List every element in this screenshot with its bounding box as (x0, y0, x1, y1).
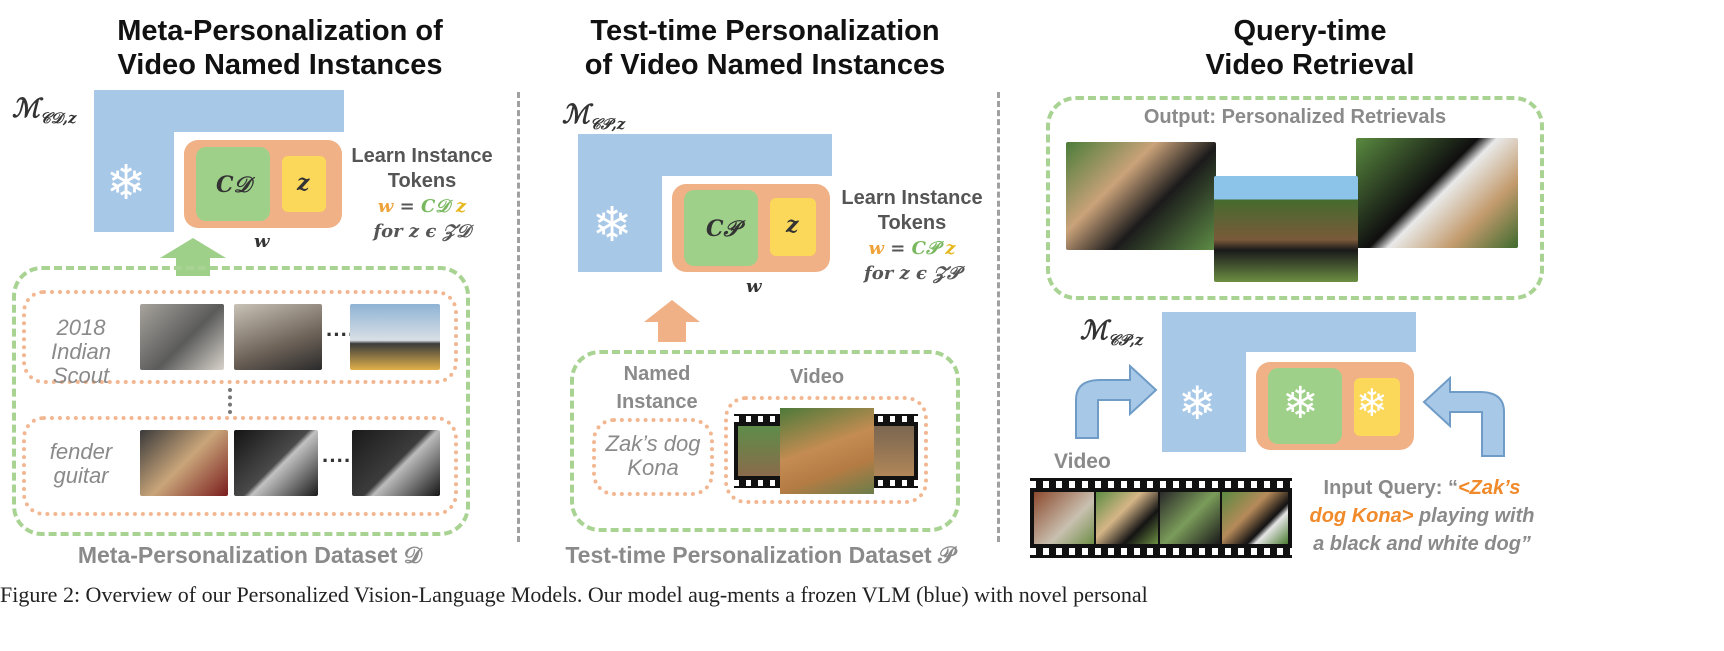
token-w-label: w (254, 231, 270, 252)
vertical-ellipsis-icon (228, 388, 236, 414)
token-w-label: w (746, 276, 762, 297)
guitar-image-3 (352, 430, 440, 496)
figure-caption: Figure 2: Overview of our Personalized V… (0, 582, 1148, 607)
frozen-model-label: ℳ𝒞𝒫,z (1080, 316, 1144, 350)
learn-tokens-text: Learn Instance Tokens w = C𝒟 z for z ϵ 𝒵… (351, 145, 493, 242)
snowflake-icon: ❄ (592, 199, 633, 252)
snowflake-icon: ❄ (1282, 379, 1319, 428)
token-z-label: z (786, 212, 799, 238)
token-c-box (684, 190, 758, 266)
named-instance-box (592, 418, 714, 496)
curved-arrow-right-icon (1075, 363, 1158, 439)
guitar-image-1 (140, 430, 228, 496)
token-z-box (770, 198, 816, 256)
motorcycle-image-2 (234, 304, 322, 370)
input-query-text: Input Query: “<Zak’s dog Kona> playing w… (1309, 477, 1535, 555)
frozen-vlm-side (578, 134, 662, 272)
motorcycle-image-1 (140, 304, 224, 370)
motorcycle-image-3 (350, 304, 440, 370)
token-c-label: C𝒫 (706, 216, 740, 242)
named-instance-heading: Named Instance (616, 363, 698, 413)
named-instance-text: Zak’s dog Kona (605, 431, 701, 480)
token-c-label: C𝒟 (216, 172, 252, 198)
panel-divider (997, 92, 1000, 542)
query-video-filmstrip (1030, 478, 1292, 558)
output-retrievals-container (1046, 96, 1544, 300)
panel2-title: Test-time Personalization of Video Named… (584, 15, 946, 81)
video-heading: Video (790, 366, 845, 388)
ellipsis-icon: ···· (322, 448, 352, 473)
video-box (724, 396, 928, 504)
token-c-box (1268, 368, 1342, 444)
token-z-box (282, 156, 326, 212)
panel-divider (517, 92, 520, 542)
video-filmstrip (734, 408, 918, 494)
test-dataset-label: Test-time Personalization Dataset 𝒫 (565, 542, 955, 568)
guitar-image-2 (234, 430, 318, 496)
panel1-title: Meta-Personalization of Video Named Inst… (117, 15, 443, 81)
dataset-item-guitar (22, 416, 458, 516)
learn-tokens-text: Learn Instance Tokens w = C𝒫 z for z ϵ 𝒵… (841, 187, 983, 284)
frozen-vlm-side (1162, 312, 1246, 452)
frozen-model-label: ℳ𝒞𝒟,z (12, 94, 77, 128)
item-label-guitar: fender guitar (49, 439, 113, 488)
panel3-title: Query-time Video Retrieval (1205, 15, 1415, 81)
item-label-motorcycle: 2018 Indian Scout (51, 315, 111, 388)
output-label: Output: Personalized Retrievals (1143, 106, 1447, 128)
snowflake-icon: ❄ (1356, 383, 1388, 425)
snowflake-icon: ❄ (106, 157, 147, 210)
snowflake-icon: ❄ (1178, 377, 1217, 429)
token-z-label: z (297, 170, 310, 196)
curved-arrow-left-icon (1422, 375, 1505, 457)
dataset-item-motorcycle (22, 290, 458, 384)
token-z-box (1354, 378, 1400, 436)
up-arrow-icon (644, 300, 700, 342)
frozen-vlm-side (94, 90, 174, 232)
video-heading: Video (1054, 450, 1111, 473)
meta-dataset-container (12, 266, 470, 536)
meta-dataset-label: Meta-Personalization Dataset 𝒟 (77, 542, 423, 568)
token-c-box (196, 147, 270, 221)
test-dataset-container (570, 350, 960, 532)
retrieval-image-1 (1066, 142, 1216, 250)
retrieval-image-2 (1214, 176, 1358, 282)
retrieval-image-3 (1356, 138, 1518, 248)
frozen-model-label: ℳ𝒞𝒫,z (562, 100, 626, 134)
